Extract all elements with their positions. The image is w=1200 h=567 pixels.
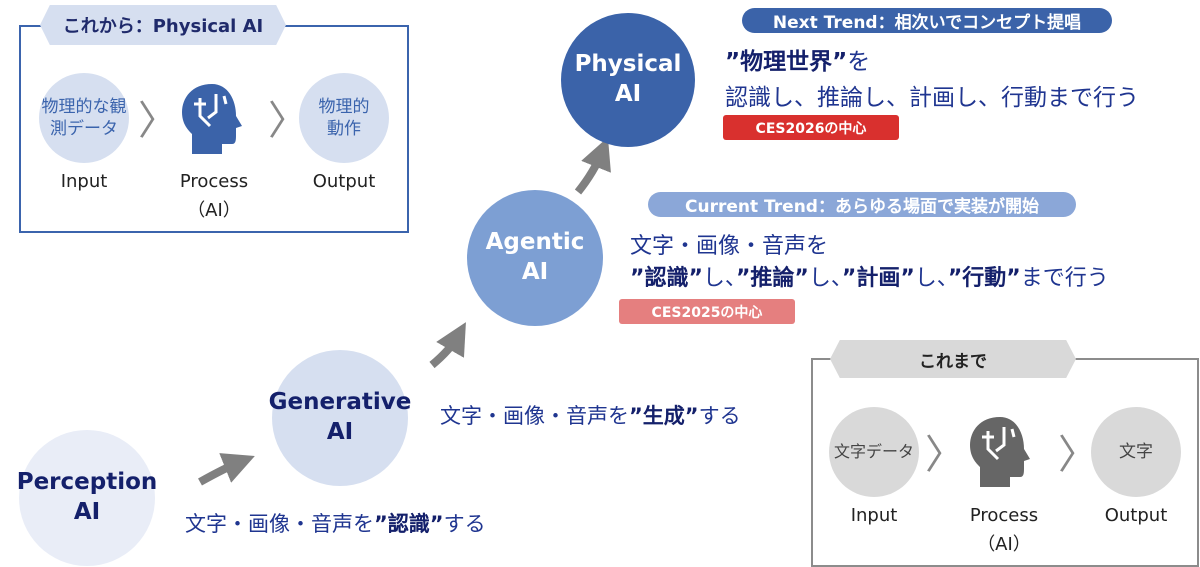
next-trend-pill: Next Trend：相次いでコンセプト提唱 <box>742 8 1112 33</box>
past-input-circle: 文字データ <box>829 407 919 497</box>
generative-line1: Generative <box>268 389 412 416</box>
future-output-label: Output <box>312 171 376 192</box>
ces2025-tag: CES2025の中心 <box>619 299 795 324</box>
desc-bold: ”行動” <box>947 266 1021 291</box>
desc-text: し、 <box>914 266 948 291</box>
ces2026-tag: CES2026の中心 <box>723 115 899 140</box>
chevron-right-icon: 〉 <box>925 432 965 478</box>
desc-text: し、 <box>702 266 736 291</box>
past-process-label: Process <box>969 505 1039 526</box>
past-output-text: 文字 <box>1119 441 1153 462</box>
desc-text: 文字・画像・音声を <box>185 512 374 536</box>
arrow-generative-agentic <box>429 322 466 369</box>
desc-text: まで行う <box>1020 266 1109 291</box>
desc-bold: ”推論” <box>735 266 809 291</box>
future-box-title: これから：Physical AI <box>40 5 286 45</box>
desc-bold: ”計画” <box>841 266 915 291</box>
current-trend-pill: Current Trend：あらゆる場面で実装が開始 <box>648 192 1076 217</box>
future-input-text: 物理的な観測データ <box>41 96 127 139</box>
generative-line2: AI <box>326 419 354 445</box>
past-input-label: Input <box>850 505 898 526</box>
physical-desc-line1: ”物理世界”を <box>725 42 870 76</box>
physical-desc-line2: 認識し、推論し、計画し、行動まで行う <box>725 85 1139 111</box>
perception-line2: AI <box>73 499 101 525</box>
past-box-title: これまで <box>830 340 1076 378</box>
future-input-circle: 物理的な観測データ <box>39 73 129 163</box>
desc-text: する <box>698 404 741 428</box>
arrow-perception-generative <box>198 453 255 486</box>
future-output-text: 物理的動作 <box>318 96 370 139</box>
chevron-right-icon: 〉 <box>138 98 178 144</box>
physical-line2: AI <box>614 81 642 107</box>
agentic-line2: AI <box>521 259 549 285</box>
physical-line1: Physical <box>574 51 682 78</box>
past-input-text: 文字データ <box>833 441 914 461</box>
desc-bold: ”物理世界” <box>725 49 848 75</box>
desc-bold: ”認識” <box>374 512 444 536</box>
agentic-desc-line2: ”認識”し、”推論”し、”計画”し、”行動”まで行う <box>630 260 1109 292</box>
desc-text: し、 <box>808 266 842 291</box>
desc-bold: ”生成” <box>629 404 699 428</box>
perception-desc: 文字・画像・音声を”認識”する <box>185 508 486 538</box>
past-output-label: Output <box>1104 505 1168 526</box>
future-input-label: Input <box>60 171 108 192</box>
desc-bold: ”認識” <box>630 266 703 291</box>
ai-head-icon <box>182 84 242 154</box>
agentic-line1: Agentic <box>485 229 585 256</box>
future-output-circle: 物理的動作 <box>299 73 389 163</box>
agentic-desc-line1: 文字・画像・音声を <box>630 234 829 259</box>
desc-text: する <box>443 512 486 536</box>
future-process-sub: （AI） <box>187 200 241 221</box>
desc-text: 文字・画像・音声を <box>440 404 629 428</box>
ai-head-icon <box>970 417 1030 487</box>
perception-line1: Perception <box>16 469 158 496</box>
past-output-circle: 文字 <box>1091 407 1181 497</box>
past-process-sub: （AI） <box>977 534 1031 555</box>
future-process-label: Process <box>179 171 249 192</box>
arrow-agentic-physical <box>574 137 611 195</box>
generative-desc: 文字・画像・音声を”生成”する <box>440 400 741 430</box>
desc-text: を <box>847 49 871 75</box>
